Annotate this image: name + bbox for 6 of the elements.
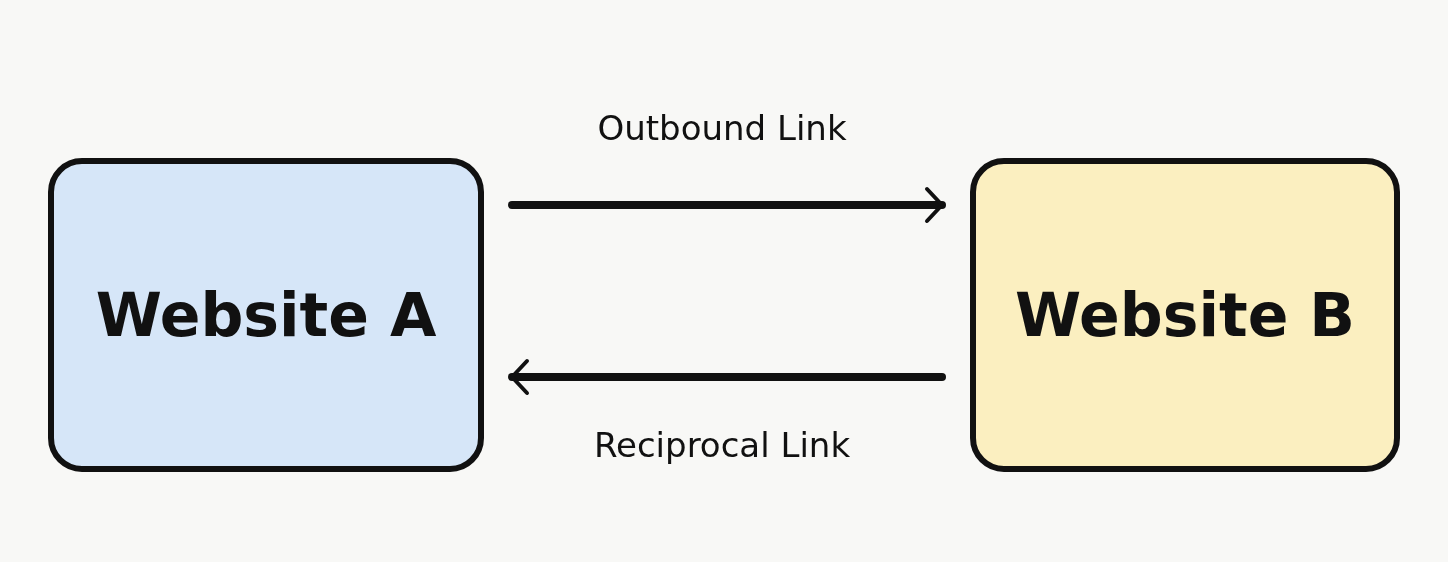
website-box <box>970 158 1400 472</box>
node-label: Website A <box>95 280 437 350</box>
website-box <box>48 158 484 472</box>
arrow <box>508 187 946 223</box>
node-label: Website B <box>1015 280 1355 350</box>
arrow <box>508 359 946 395</box>
